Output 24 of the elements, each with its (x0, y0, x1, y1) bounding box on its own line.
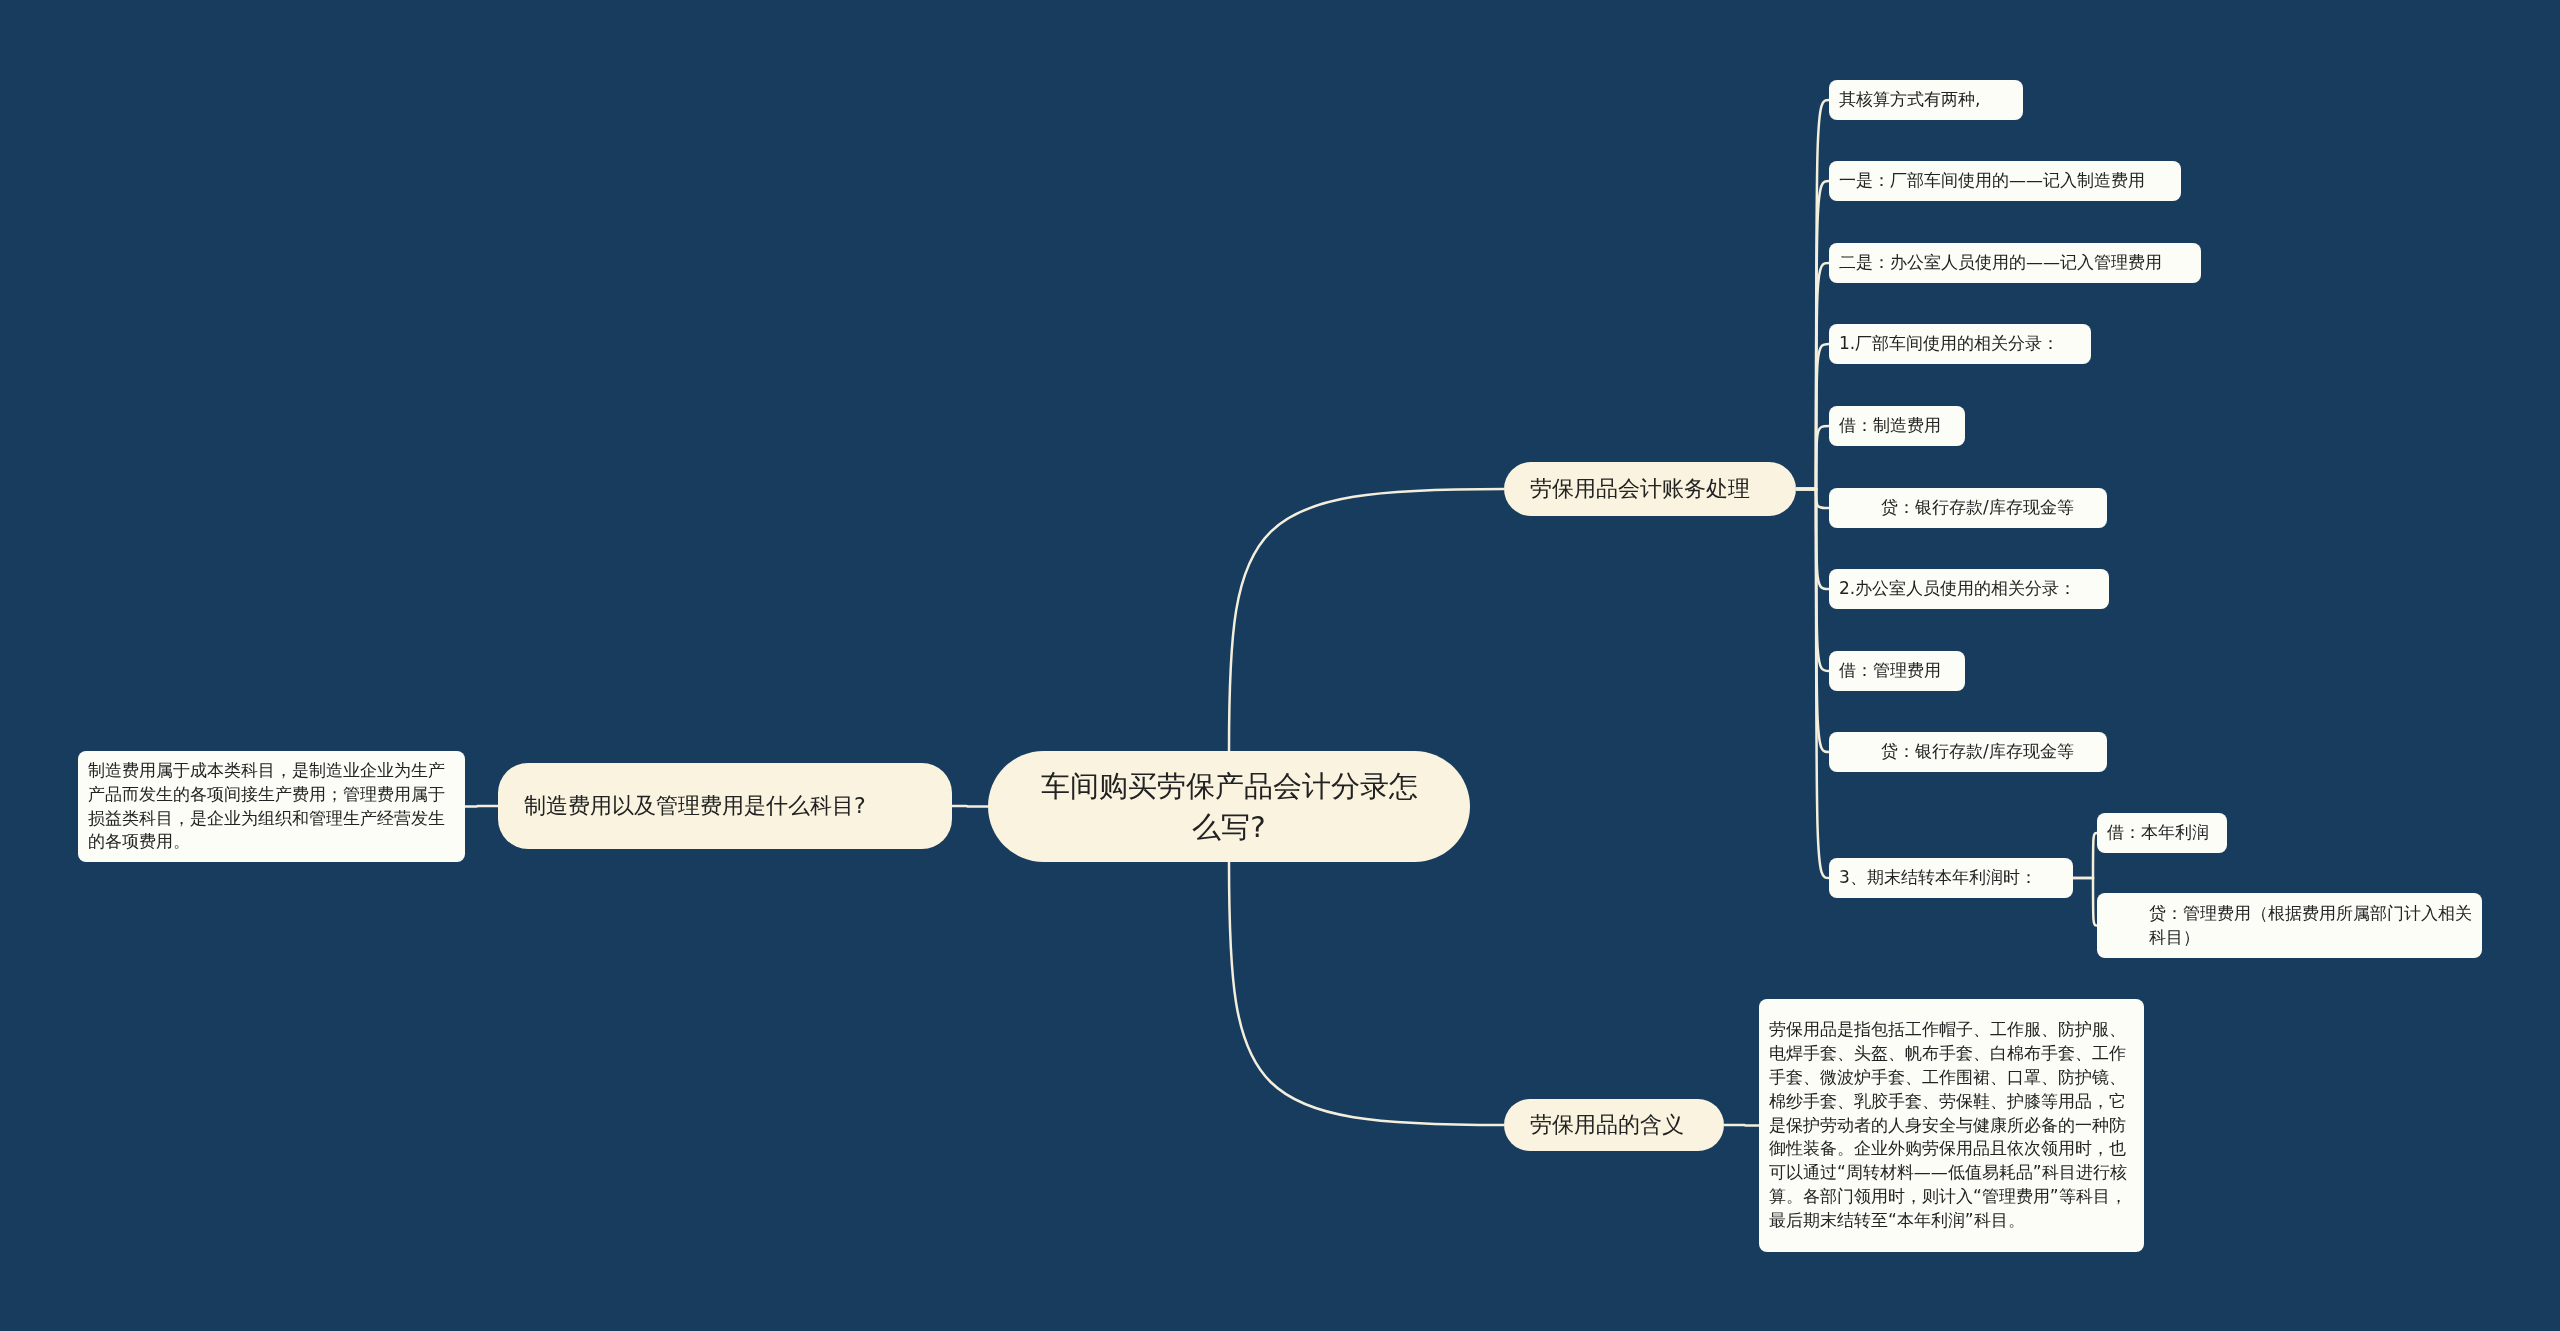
note-card: 借：本年利润 (2097, 813, 2227, 853)
note-card: 二是：办公室人员使用的——记入管理费用 (1829, 243, 2201, 283)
topic-pill: 劳保用品的含义 (1504, 1099, 1724, 1151)
central-topic: 车间购买劳保产品会计分录怎么写? (988, 751, 1470, 862)
note-card: 一是：厂部车间使用的——记入制造费用 (1829, 161, 2181, 201)
note-card: 借：管理费用 (1829, 651, 1965, 691)
connector-line (2073, 876, 2098, 927)
note-card: 劳保用品是指包括工作帽子、工作服、防护服、电焊手套、头盔、帆布手套、白棉布手套、工作手套、微波炉手套、工作围裙、口罩、防护镜、棉纱手套、乳胶手套、劳保鞋、护膝等用品，它是保护劳动者的人身安全与健康所必备的一种防御性装备。企业外购劳保用品且依次领用时，也可以通过“周转材料——低值易耗品”科目进行核算。各部门领用时，则计入“管理费用”等科目，最后期末结转至“本年利润”科目。 (1759, 999, 2144, 1252)
connector-line (1227, 487, 1504, 751)
note-card: 贷：银行存款/库存现金等 (1829, 732, 2107, 772)
connector-line (1724, 1123, 1759, 1127)
note-card: 制造费用属于成本类科目，是制造业企业为生产产品而发生的各项间接生产费用；管理费用属于损益类科目，是企业为组织和管理生产经营发生的各项费用。 (78, 751, 465, 862)
note-card: 1.厂部车间使用的相关分录： (1829, 324, 2091, 364)
connector-line (465, 804, 498, 808)
connector-line (1227, 862, 1504, 1127)
note-card: 3、期末结转本年利润时： (1829, 858, 2073, 898)
topic-pill: 制造费用以及管理费用是什么科目? (498, 763, 952, 849)
note-card: 2.办公室人员使用的相关分录： (1829, 569, 2109, 609)
note-card: 贷：管理费用（根据费用所属部门计入相关科目） (2097, 893, 2482, 958)
connector-line (952, 804, 988, 808)
note-card: 贷：银行存款/库存现金等 (1829, 488, 2107, 528)
note-card: 借：制造费用 (1829, 406, 1965, 446)
topic-pill: 劳保用品会计账务处理 (1504, 462, 1796, 516)
note-card: 其核算方式有两种, (1829, 80, 2023, 120)
